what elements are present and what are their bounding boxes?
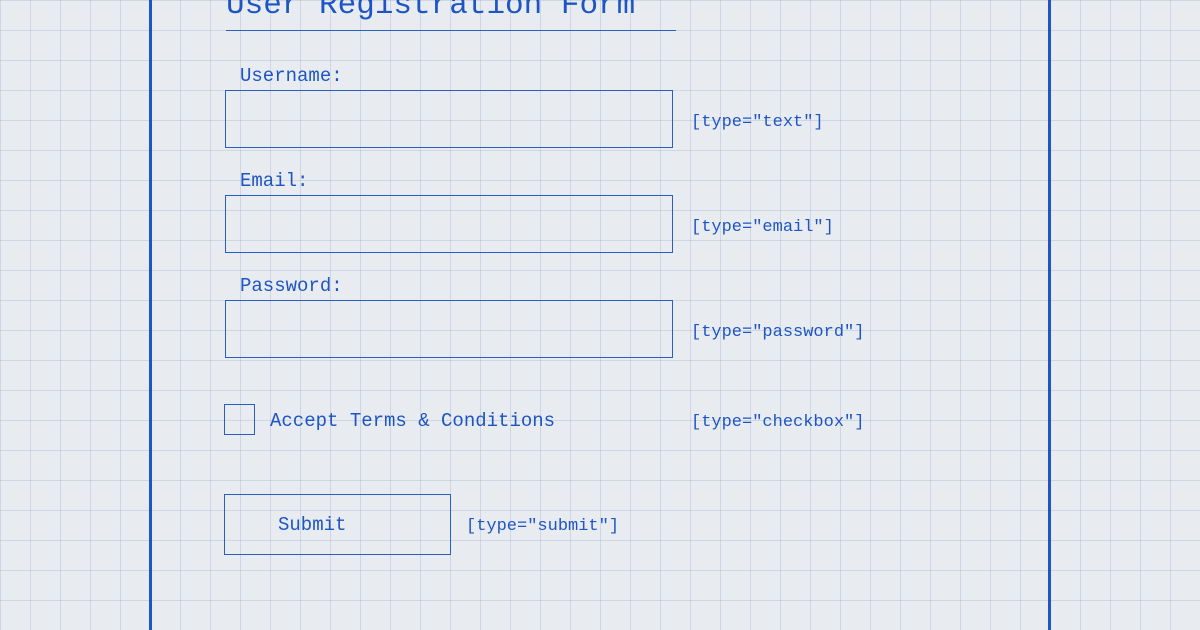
submit-type-note: [type="submit"] — [466, 517, 620, 536]
password-type-note: [type="password"] — [691, 323, 865, 342]
email-type-note: [type="email"] — [691, 218, 834, 237]
password-label: Password: — [240, 275, 343, 297]
form-title: User Registration Form — [226, 0, 636, 23]
email-label: Email: — [240, 170, 309, 192]
username-label: Username: — [240, 65, 343, 87]
form-frame-right-border — [1048, 0, 1051, 630]
checkbox-type-note: [type="checkbox"] — [691, 413, 865, 432]
form-frame-left-border — [149, 0, 152, 630]
username-type-note: [type="text"] — [691, 113, 824, 132]
title-underline — [226, 30, 676, 31]
submit-button[interactable]: Submit — [224, 494, 451, 555]
username-input[interactable] — [225, 90, 673, 148]
terms-checkbox-label[interactable]: Accept Terms & Conditions — [270, 410, 556, 432]
terms-checkbox[interactable] — [224, 404, 255, 435]
password-input[interactable] — [225, 300, 673, 358]
email-input[interactable] — [225, 195, 673, 253]
